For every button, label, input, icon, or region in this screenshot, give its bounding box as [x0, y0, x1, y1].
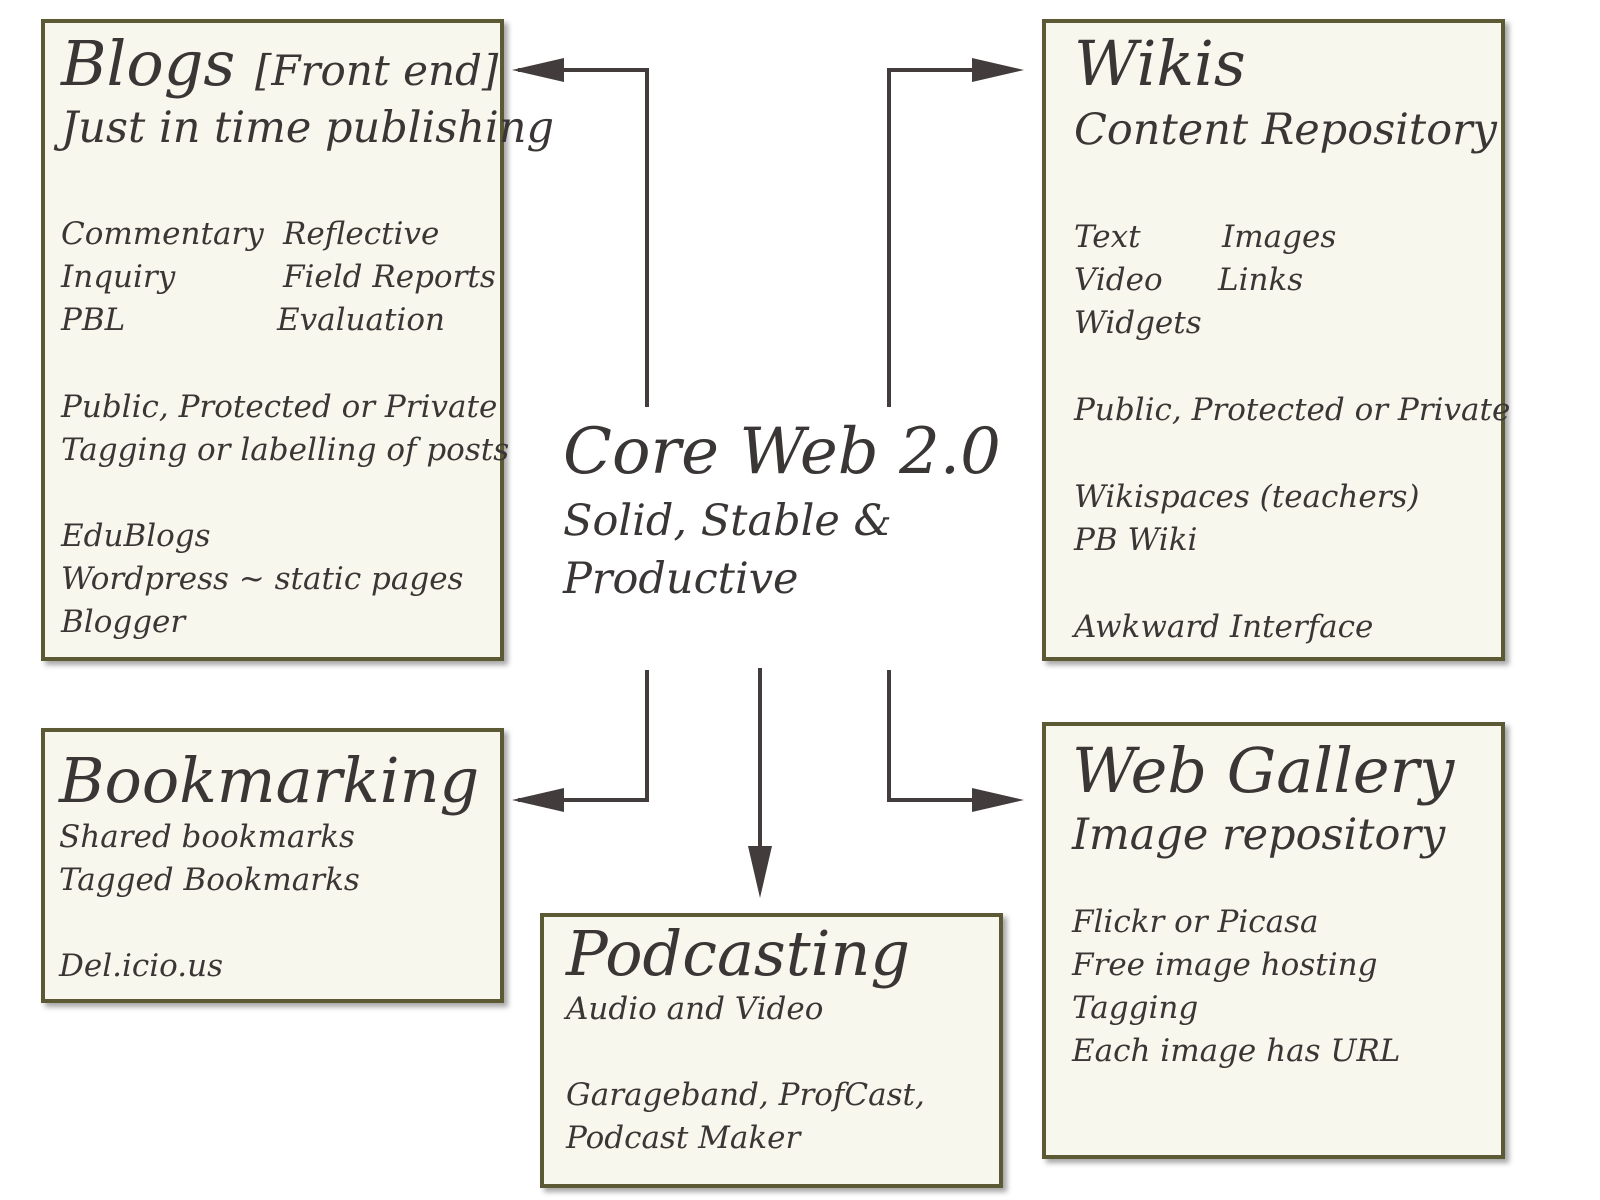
blogs-col2-item: Field Reports — [283, 259, 496, 295]
bookmarking-tool: Del.icio.us — [59, 948, 224, 984]
bookmarking-title: Bookmarking — [59, 744, 480, 817]
gallery-box: Web Gallery Image repository Flickr or P… — [1042, 722, 1505, 1159]
podcasting-title: Podcasting — [566, 917, 911, 990]
podcasting-box: Podcasting Audio and Video Garageband, P… — [540, 913, 1003, 1188]
wikis-col1-item: Widgets — [1074, 305, 1202, 341]
gallery-line: Each image has URL — [1072, 1033, 1401, 1069]
blogs-col1-item: Commentary — [61, 216, 264, 252]
bookmarking-box: Bookmarking Shared bookmarks Tagged Book… — [41, 728, 504, 1003]
wikis-col2-item: Images — [1222, 219, 1337, 255]
bookmarking-line: Tagged Bookmarks — [59, 862, 360, 898]
blogs-col2-item: Evaluation — [277, 302, 445, 338]
arrow-to-gallery — [887, 670, 1010, 802]
blogs-tool: EduBlogs — [61, 518, 211, 554]
podcasting-tool: Garageband, ProfCast, — [566, 1077, 925, 1113]
blogs-bracket: [Front end] — [254, 46, 499, 95]
blogs-col1-item: PBL — [61, 302, 126, 338]
blogs-tool: Blogger — [61, 604, 186, 640]
blogs-subtitle: Just in time publishing — [61, 103, 554, 153]
arrow-to-wikis-head — [972, 58, 1024, 82]
center-subtitle-line: Solid, Stable & — [563, 496, 892, 546]
gallery-line: Tagging — [1072, 990, 1199, 1026]
arrow-to-bookmarking — [518, 670, 649, 802]
blogs-access-line: Public, Protected or Private — [61, 389, 498, 425]
blogs-box: Blogs [Front end] Just in time publishin… — [41, 19, 554, 661]
arrow-to-podcasting-head — [748, 846, 772, 898]
blogs-col2-item: Reflective — [283, 216, 440, 252]
gallery-subtitle: Image repository — [1072, 810, 1446, 860]
gallery-line: Free image hosting — [1072, 947, 1378, 983]
gallery-title: Web Gallery — [1072, 734, 1455, 807]
center-subtitle-line: Productive — [563, 554, 799, 604]
podcasting-tool: Podcast Maker — [566, 1120, 801, 1156]
gallery-line: Flickr or Picasa — [1072, 904, 1319, 940]
podcasting-subtitle: Audio and Video — [566, 991, 824, 1027]
arrow-to-wikis — [887, 68, 1010, 407]
blogs-col1-item: Inquiry — [61, 259, 176, 295]
wikis-access-line: Public, Protected or Private — [1074, 392, 1511, 428]
blogs-title: Blogs [Front end] — [61, 27, 499, 100]
blogs-access-line: Tagging or labelling of posts — [61, 432, 510, 468]
blogs-tool: Wordpress ~ static pages — [61, 561, 464, 597]
wikis-col1-item: Text — [1074, 219, 1141, 255]
wikis-title: Wikis — [1074, 27, 1246, 100]
wikis-tool: PB Wiki — [1074, 522, 1198, 558]
arrow-to-gallery-head — [972, 788, 1024, 812]
center-title: Core Web 2.0 — [563, 415, 1001, 489]
wikis-tool: Wikispaces (teachers) — [1074, 479, 1420, 515]
arrow-to-bookmarking-head — [512, 788, 564, 812]
wikis-subtitle: Content Repository — [1074, 105, 1497, 155]
wikis-box: Wikis Content Repository Text Video Widg… — [1042, 19, 1510, 661]
wikis-note: Awkward Interface — [1074, 609, 1374, 645]
wikis-col1-item: Video — [1074, 262, 1163, 298]
wikis-col2-item: Links — [1218, 262, 1304, 298]
bookmarking-line: Shared bookmarks — [59, 819, 355, 855]
arrow-to-blogs-head — [512, 58, 564, 82]
